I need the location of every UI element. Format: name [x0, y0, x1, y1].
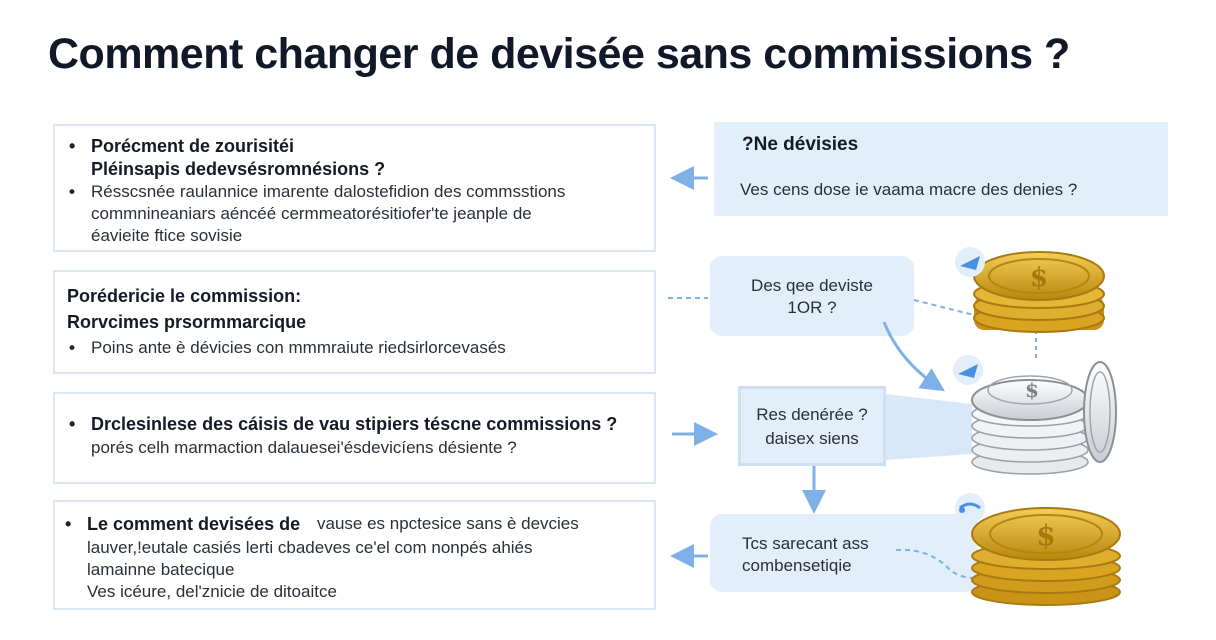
box1-line-4: commnineaniars aéncéé cermmeatorésitiofe…: [91, 204, 532, 223]
curved-arrow: [882, 321, 946, 392]
question-box-1-line-1: Des qee deviste: [751, 276, 873, 295]
box2-line-1: Porédericie le commission:: [67, 286, 302, 306]
info-box-1: Porécment de zourisitéi Pléinsapis dedev…: [53, 124, 656, 252]
question-box-1: Des qee deviste 1OR ?: [710, 256, 914, 336]
svg-text:$: $: [1025, 378, 1039, 402]
box3-line-1: Drclesinlese des cáisis de vau stipiers …: [69, 414, 617, 435]
box1-line-2: Pléinsapis dedevsésromnésions ?: [91, 159, 386, 179]
box1-line-3: Résscsnée raulannice imarente dalostefid…: [69, 182, 565, 202]
question-box-2-line-2: daisex siens: [765, 429, 859, 448]
svg-text:$: $: [1030, 263, 1048, 293]
answer-box: Tcs sarecant ass combensetiqie: [710, 514, 978, 592]
box3-line-2: porés celh marmaction dalauesei'ésdevicí…: [91, 438, 517, 457]
box4-line-1a: Le comment devisées de: [65, 514, 300, 535]
question-box-1-line-2: 1OR ?: [787, 298, 837, 317]
link-icon: [955, 493, 985, 523]
coin-stack-silver-icon: $: [971, 361, 1117, 475]
info-box-3: Drclesinlese des cáisis de vau stipiers …: [53, 392, 656, 484]
box4-line-2: lauver,!eutale casiés lerti cbadeves ce'…: [87, 538, 533, 557]
summary-text: Ves cens dose ie vaama macre des denies …: [740, 180, 1078, 199]
dashed-connector-4: [895, 548, 977, 579]
info-box-2: Porédericie le commission: Rorvcimes prs…: [53, 270, 656, 374]
svg-text:$: $: [1036, 519, 1055, 552]
plane-icon: [955, 247, 985, 277]
dashed-connector-2: [913, 299, 979, 317]
plane-icon: [953, 355, 983, 385]
answer-box-line-1: Tcs sarecant ass: [742, 534, 869, 553]
box1-line-5: éavieite ftice sovisie: [91, 226, 243, 245]
coin-stack-gold-icon: $: [971, 507, 1121, 606]
coin-stack-gold-icon: $: [973, 251, 1105, 333]
box2-line-2: Rorvcimes prsormmarcique: [67, 312, 307, 332]
box4-line-1b: vause es npctesice sans è devcies: [317, 514, 579, 533]
answer-box-line-2: combensetiqie: [742, 556, 852, 575]
question-box-2-line-1: Res denérée ?: [756, 405, 868, 424]
page-title: Comment changer de devisée sans commissi…: [48, 30, 1070, 78]
light-beam: [886, 394, 972, 460]
summary-box: ?Ne dévisies Ves cens dose ie vaama macr…: [714, 122, 1168, 216]
box2-line-3: Poins ante è dévicies con mmmraiute ried…: [69, 338, 506, 358]
question-box-2: Res denérée ? daisex siens: [738, 386, 886, 466]
box1-line-1: Porécment de zourisitéi: [69, 136, 294, 157]
box4-line-3: lamainne batecique: [87, 560, 235, 579]
info-box-4: Le comment devisées de vause es npctesic…: [53, 500, 656, 610]
summary-title: ?Ne dévisies: [742, 134, 859, 155]
box4-line-4: Ves icéure, del'znicie de ditoaitce: [87, 582, 337, 601]
